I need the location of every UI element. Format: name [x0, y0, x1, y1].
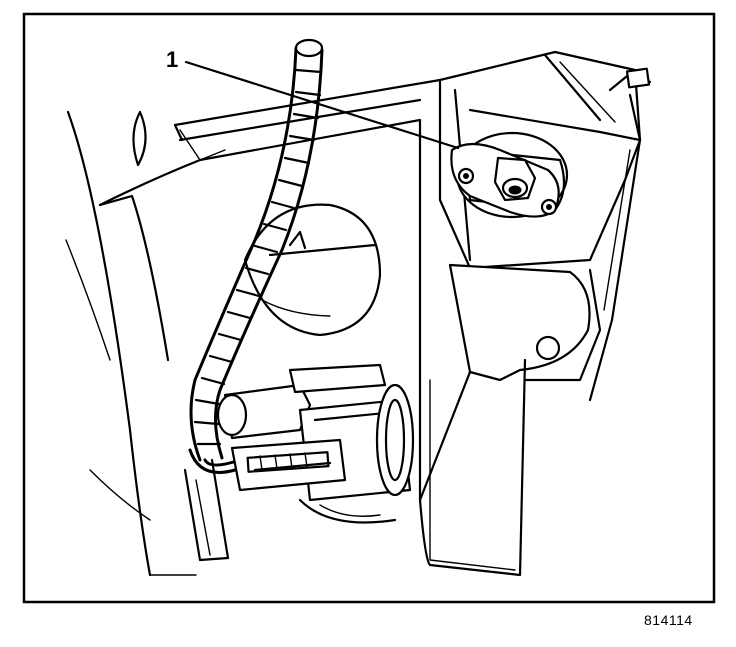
diagram-border [22, 12, 716, 604]
electrical-connector [216, 363, 415, 524]
callout-number: 1 [166, 47, 179, 72]
sensor-assembly [450, 67, 652, 219]
callout-leader-line [184, 60, 460, 150]
wiring-harness [183, 38, 324, 562]
figure-code: 814114 [644, 612, 693, 628]
